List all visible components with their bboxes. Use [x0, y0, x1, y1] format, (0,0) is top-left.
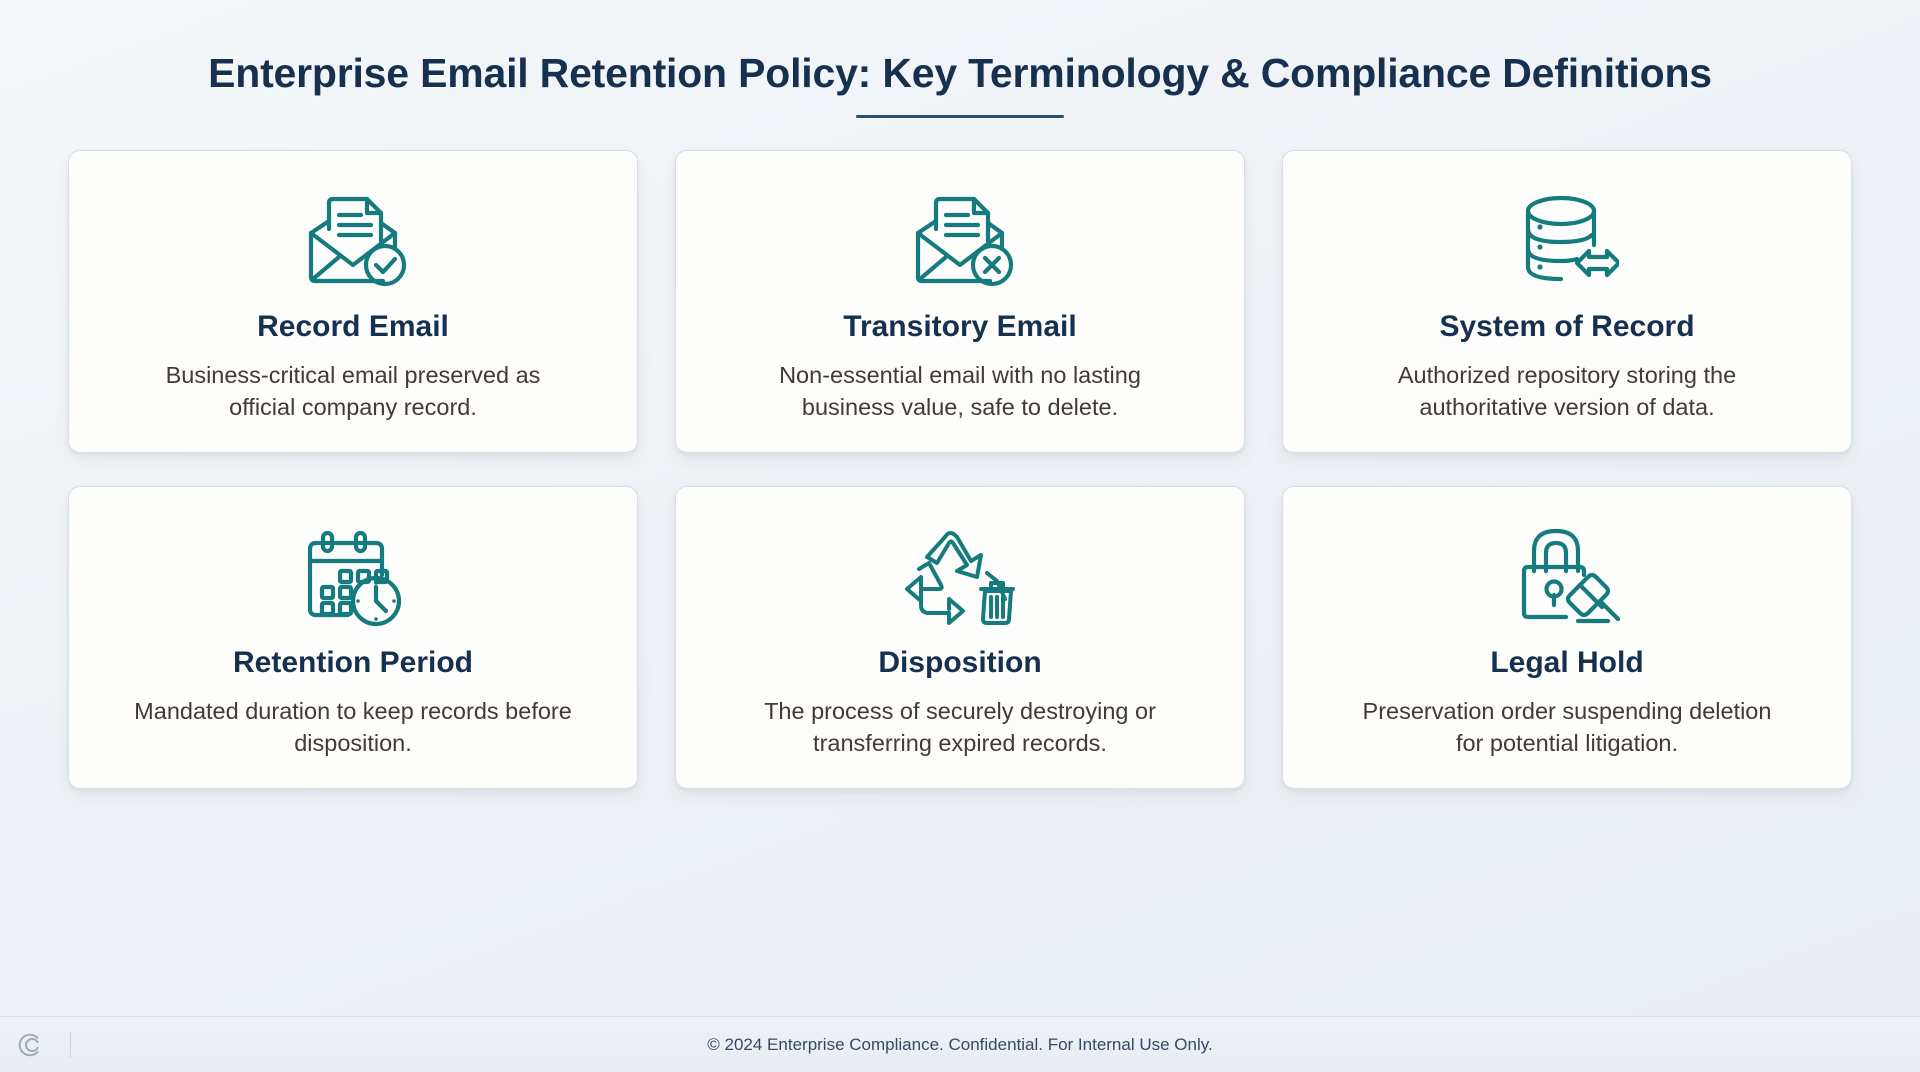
c-monogram-logo [18, 1033, 39, 1056]
database-transfer-icon [1515, 185, 1619, 297]
card-disposition[interactable]: Disposition The process of securely dest… [675, 486, 1245, 790]
terminology-card-grid: Record Email Business-critical email pre… [0, 118, 1920, 1016]
footer-brand [0, 1017, 71, 1072]
card-system-of-record[interactable]: System of Record Authorized repository s… [1282, 150, 1852, 454]
card-description: Non-essential email with no lasting busi… [779, 362, 1141, 421]
card-description: Preservation order suspending deletion f… [1362, 698, 1772, 757]
card-description: The process of securely destroying or tr… [764, 698, 1156, 757]
card-transitory-email[interactable]: Transitory Email Non-essential email wit… [675, 150, 1245, 454]
envelope-document-check-icon [299, 185, 407, 297]
footer-copyright: © 2024 Enterprise Compliance. Confidenti… [707, 1034, 1213, 1054]
card-record-email[interactable]: Record Email Business-critical email pre… [68, 150, 638, 454]
page-title: Enterprise Email Retention Policy: Key T… [208, 50, 1712, 96]
title-underline-accent [856, 115, 1064, 119]
footer-divider [70, 1031, 71, 1058]
lock-gavel-icon [1514, 521, 1620, 633]
card-title: System of Record [1439, 310, 1695, 344]
card-description: Authorized repository storing the author… [1397, 362, 1737, 421]
card-description: Mandated duration to keep records before… [134, 698, 572, 757]
card-title: Record Email [257, 310, 449, 344]
card-retention-period[interactable]: Retention Period Mandated duration to ke… [68, 486, 638, 790]
card-title: Retention Period [232, 646, 473, 680]
footer: © 2024 Enterprise Compliance. Confidenti… [0, 1016, 1920, 1072]
card-title: Disposition [878, 646, 1042, 680]
card-title: Legal Hold [1490, 646, 1644, 680]
calendar-clock-icon [300, 521, 406, 633]
card-legal-hold[interactable]: Legal Hold Preservation order suspending… [1282, 486, 1852, 790]
recycle-trash-icon [905, 521, 1015, 633]
header: Enterprise Email Retention Policy: Key T… [0, 0, 1920, 119]
card-description: Business-critical email preserved as off… [165, 362, 541, 421]
envelope-document-x-icon [906, 185, 1014, 297]
card-title: Transitory Email [843, 310, 1077, 344]
